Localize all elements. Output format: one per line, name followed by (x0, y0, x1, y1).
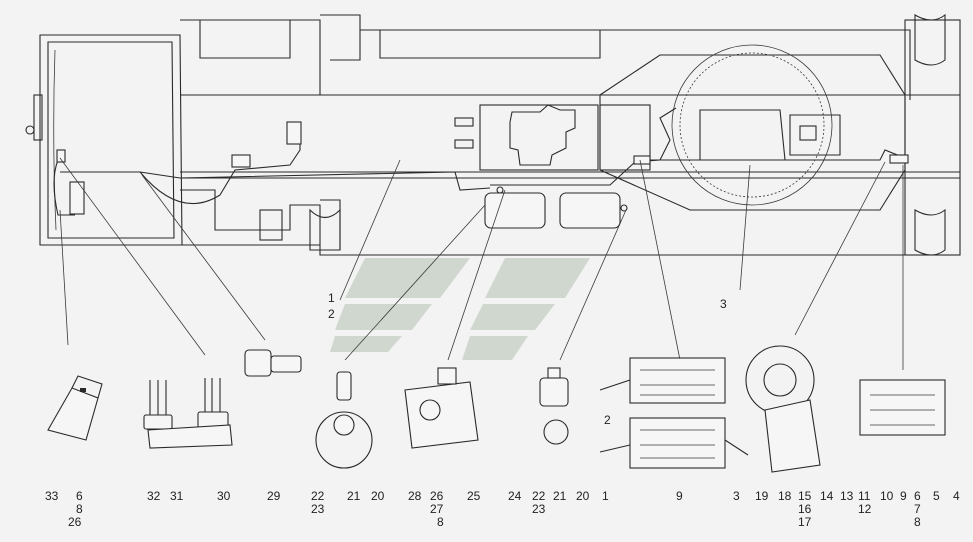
tank-sensor-detail (404, 367, 479, 449)
bulb-holder-left (315, 371, 373, 469)
label-28: 28 (408, 489, 422, 503)
label-2b: 2 (604, 413, 611, 427)
label-15: 15 (798, 489, 812, 503)
label-23b: 23 (532, 502, 546, 516)
horn-detail (745, 345, 821, 473)
terminal-block-lower (599, 417, 749, 469)
label-6b: 6 (914, 489, 921, 503)
label-3b: 3 (733, 489, 740, 503)
label-21b: 21 (553, 489, 567, 503)
switch-detail (47, 375, 103, 441)
label-19: 19 (755, 489, 769, 503)
label-22: 22 (311, 489, 325, 503)
label-18: 18 (778, 489, 792, 503)
label-22b: 22 (532, 489, 546, 503)
label-20b: 20 (576, 489, 590, 503)
label-1: 1 (328, 291, 335, 305)
label-16: 16 (798, 502, 812, 516)
label-26: 26 (68, 515, 82, 529)
label-5: 5 (933, 489, 940, 503)
label-8b: 8 (437, 515, 444, 529)
label-25: 25 (467, 489, 481, 503)
label-8c: 8 (914, 515, 921, 529)
label-30: 30 (217, 489, 231, 503)
label-14: 14 (820, 489, 834, 503)
label-4: 4 (953, 489, 960, 503)
label-9b: 9 (900, 489, 907, 503)
label-11: 11 (858, 489, 871, 503)
label-8: 8 (76, 502, 83, 516)
label-23: 23 (311, 502, 325, 516)
label-29: 29 (267, 489, 281, 503)
bulb-holder-right (539, 367, 569, 445)
label-3: 3 (720, 297, 727, 311)
label-12: 12 (858, 502, 872, 516)
part-labels: 1 2 3 33 6 8 26 32 31 30 29 22 23 21 20 … (45, 291, 960, 529)
connector-detail (143, 378, 233, 449)
label-21: 21 (347, 489, 361, 503)
label-6: 6 (76, 489, 83, 503)
lamp-detail (244, 349, 302, 377)
label-2: 2 (328, 307, 335, 321)
label-33: 33 (45, 489, 59, 503)
label-27: 27 (430, 502, 444, 516)
label-32: 32 (147, 489, 161, 503)
label-10: 10 (880, 489, 894, 503)
label-7: 7 (914, 502, 921, 516)
label-24: 24 (508, 489, 522, 503)
wiring-harness (53, 107, 909, 229)
chassis-frame (25, 13, 961, 256)
label-1b: 1 (602, 489, 609, 503)
label-26b: 26 (430, 489, 444, 503)
label-9: 9 (676, 489, 683, 503)
terminal-block-upper (599, 357, 726, 404)
leader-lines (59, 157, 904, 370)
relay-block-detail (859, 379, 946, 436)
label-13: 13 (840, 489, 854, 503)
watermark-logo (330, 258, 590, 360)
label-20: 20 (371, 489, 385, 503)
label-31: 31 (170, 489, 184, 503)
label-17: 17 (798, 515, 812, 529)
